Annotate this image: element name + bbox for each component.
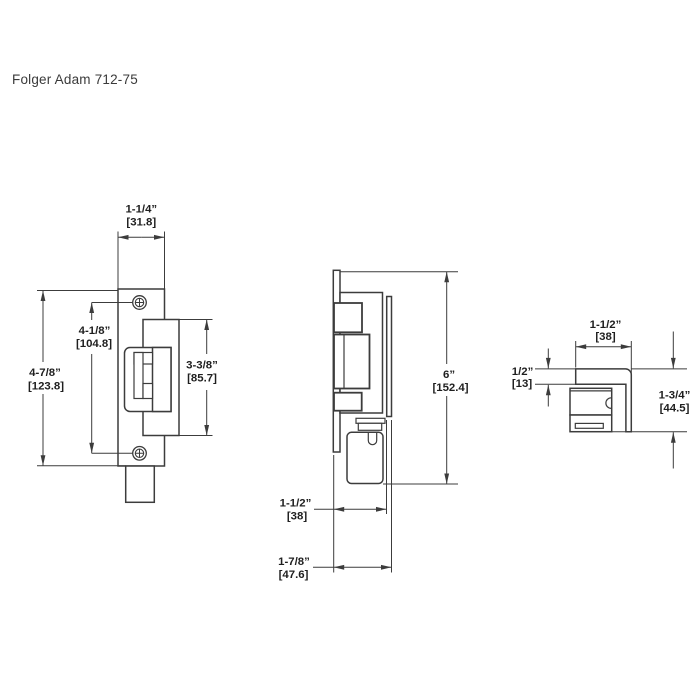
dim-depth-inner-mm: [38] bbox=[287, 511, 307, 523]
latch-detail-side-bar bbox=[133, 351, 144, 400]
dim-overall-height-inches: 6” bbox=[443, 369, 455, 381]
dim-faceplate-height-mm: [123.8] bbox=[28, 381, 64, 393]
dim-end-depth: 1-3/4” [44.5] bbox=[611, 331, 691, 469]
dim-depth-inner-inches: 1-1/2” bbox=[280, 498, 312, 510]
keeper-box bbox=[569, 387, 613, 416]
latch-face bbox=[151, 346, 172, 413]
drawing-title: Folger Adam 712-75 bbox=[12, 72, 138, 87]
dim-end-depth-inches: 1-3/4” bbox=[659, 390, 691, 402]
dim-keeper-height-mm: [85.7] bbox=[187, 373, 217, 385]
dim-keeper-height: 3-3/8” [85.7] bbox=[179, 319, 218, 436]
end-view: 1-1/2” [38] 1/2” [13] 1-3/4” [44.5] bbox=[512, 319, 691, 469]
lower-block bbox=[333, 391, 363, 412]
dim-faceplate-height: 4-7/8” [123.8] bbox=[28, 290, 126, 467]
dim-screw-spacing-mm: [104.8] bbox=[76, 338, 112, 350]
upper-block bbox=[333, 302, 363, 334]
solenoid-collar-narrow bbox=[357, 422, 383, 431]
dim-faceplate-width: 1-1/4” [31.8] bbox=[117, 204, 165, 289]
screw-bottom-icon bbox=[132, 445, 147, 461]
dim-end-width-inches: 1-1/2” bbox=[590, 319, 622, 331]
dim-faceplate-height-inches: 4-7/8” bbox=[29, 367, 61, 379]
dim-screw-spacing-inches: 4-1/8” bbox=[79, 325, 111, 337]
middle-block bbox=[333, 333, 371, 390]
latch-detail-box bbox=[142, 382, 154, 400]
dim-end-depth-mm: [44.5] bbox=[660, 403, 690, 415]
bottom-tab bbox=[124, 465, 156, 504]
solenoid-cylinder bbox=[346, 431, 384, 485]
dim-overall-height-mm: [152.4] bbox=[432, 382, 468, 394]
dim-depth-inner: 1-1/2” [38] bbox=[280, 420, 392, 573]
dim-depth-overall-inches: 1-7/8” bbox=[278, 556, 310, 568]
dim-lip-inches: 1/2” bbox=[512, 366, 534, 378]
bottom-slot bbox=[574, 422, 604, 429]
dim-depth-overall: 1-7/8” [47.6] bbox=[278, 556, 392, 581]
dim-faceplate-width-mm: [31.8] bbox=[126, 217, 156, 229]
dim-faceplate-width-inches: 1-1/4” bbox=[125, 204, 157, 216]
dim-end-width-mm: [38] bbox=[595, 331, 615, 343]
dim-overall-height: 6” [152.4] bbox=[340, 271, 469, 485]
front-view: 1-1/4” [31.8] 4-7/8” [123.8] 4-1/8” [104… bbox=[28, 204, 218, 504]
dim-lip-mm: [13] bbox=[512, 378, 532, 390]
dim-screw-spacing: 4-1/8” [104.8] bbox=[76, 302, 133, 454]
screw-top-icon bbox=[132, 295, 147, 310]
solenoid-plunger-nub bbox=[367, 432, 378, 446]
dim-end-width: 1-1/2” [38] bbox=[575, 319, 632, 374]
side-view: 6” [152.4] 1-1/2” [38] 1-7/8” [47.6] bbox=[278, 269, 469, 581]
back-plate bbox=[385, 295, 393, 418]
dim-depth-overall-mm: [47.6] bbox=[279, 569, 309, 581]
solenoid-collar-wide bbox=[355, 417, 386, 424]
dim-lip: 1/2” [13] bbox=[512, 348, 576, 407]
dim-keeper-height-inches: 3-3/8” bbox=[186, 360, 218, 372]
pivot-semicircle bbox=[605, 397, 612, 409]
